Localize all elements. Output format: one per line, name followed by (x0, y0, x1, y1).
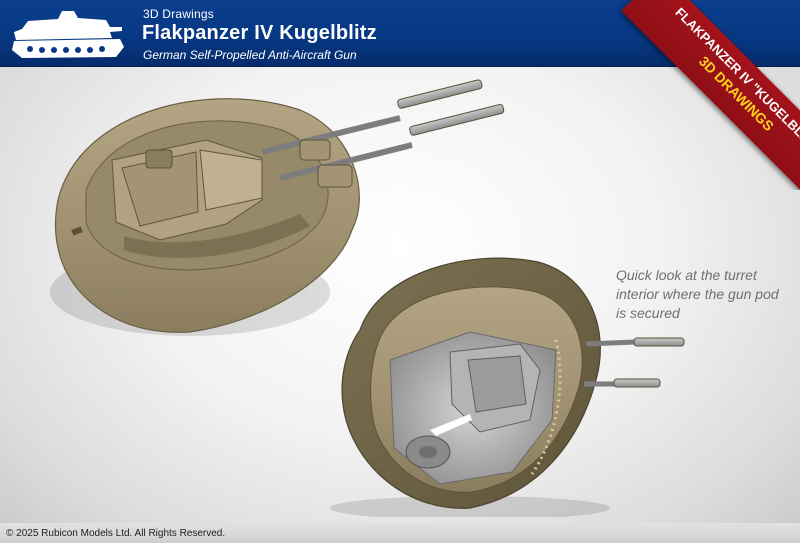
section-label: 3D Drawings (143, 7, 214, 21)
tank-silhouette-icon (8, 5, 128, 63)
footer-bar: © 2025 Rubicon Models Ltd. All Rights Re… (0, 523, 800, 543)
page-subtitle: German Self-Propelled Anti-Aircraft Gun (143, 48, 357, 62)
turret-exterior-render (50, 79, 505, 336)
turret-cutaway-render (330, 257, 685, 517)
copyright-text: © 2025 Rubicon Models Ltd. All Rights Re… (6, 528, 226, 539)
image-caption: Quick look at the turret interior where … (616, 267, 779, 321)
page-title: Flakpanzer IV Kugelblitz (142, 22, 377, 44)
illustration-canvas (50, 79, 685, 517)
